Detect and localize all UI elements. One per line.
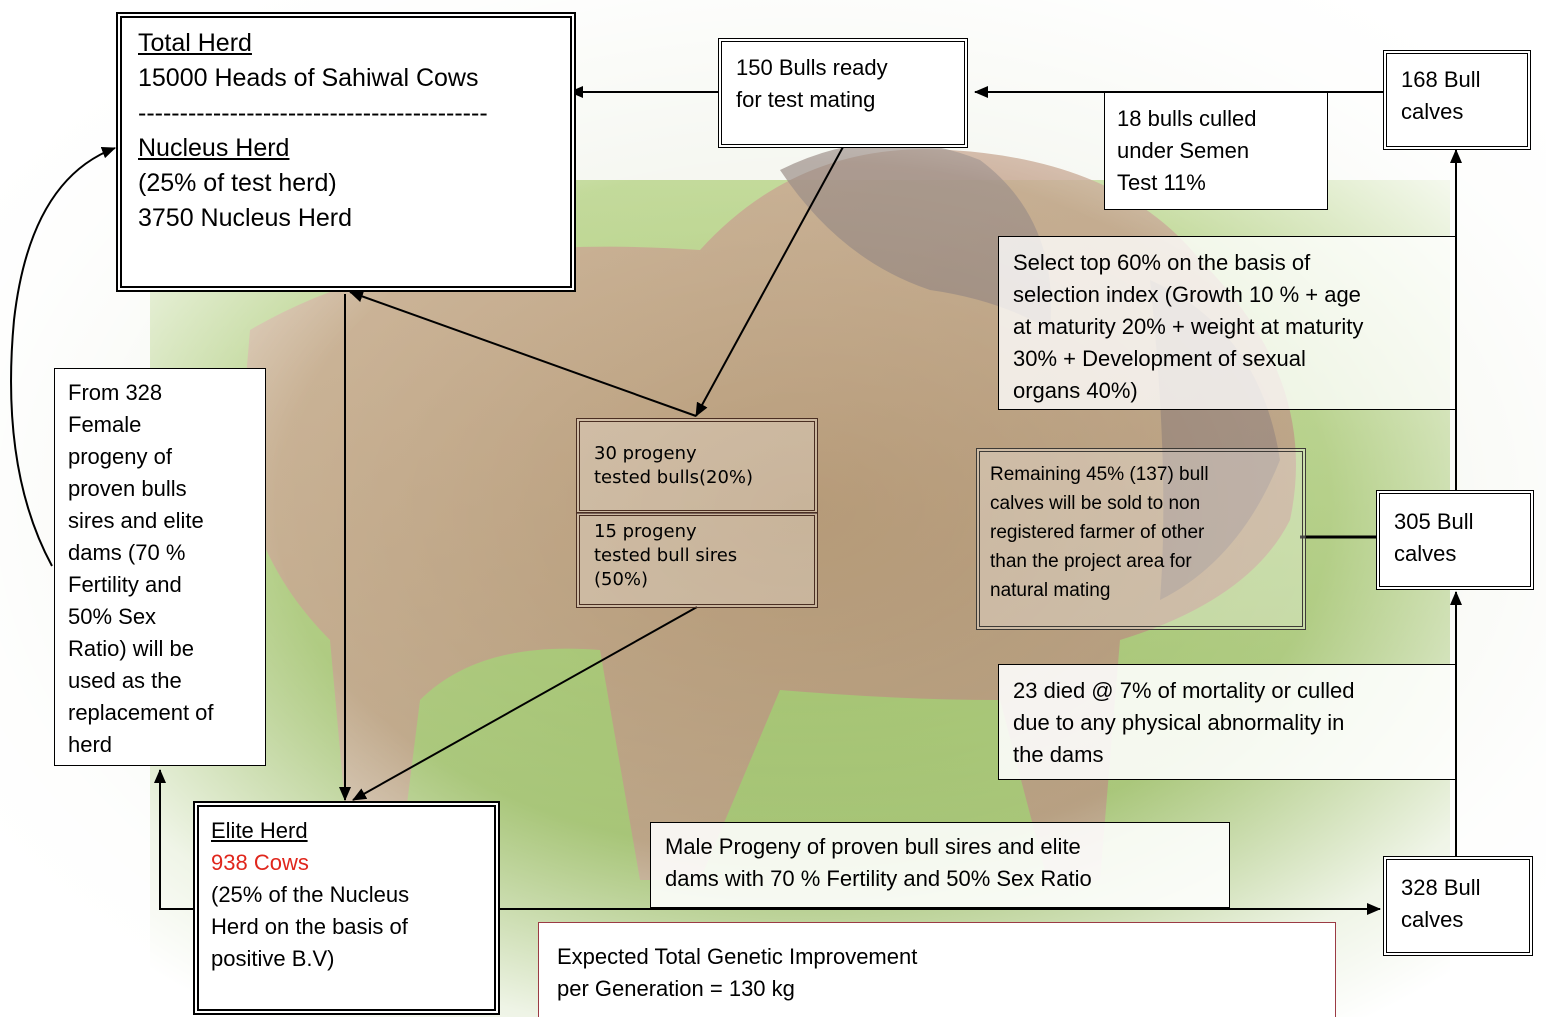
nucleus-herd-count: 3750 Nucleus Herd — [138, 204, 353, 232]
bull-calves-305-line1: 305 Bull — [1394, 509, 1474, 534]
male-progeny-line2: dams with 70 % Fertility and 50% Sex Rat… — [665, 866, 1092, 891]
improvement-line1: Expected Total Genetic Improvement — [557, 944, 918, 969]
mortality-box: 23 died @ 7% of mortality or culled due … — [998, 664, 1456, 780]
selection-line5: organs 40%) — [1013, 378, 1138, 403]
male-progeny-line1: Male Progeny of proven bull sires and el… — [665, 834, 1081, 859]
female-line: dams (70 % — [68, 540, 186, 565]
elite-herd-line1: (25% of the Nucleus — [211, 882, 410, 907]
female-line: sires and elite — [68, 508, 204, 533]
mortality-line2: due to any physical abnormality in — [1013, 710, 1345, 735]
total-herd-count: 15000 Heads of Sahiwal Cows — [138, 64, 479, 92]
nucleus-herd-title: Nucleus Herd — [138, 134, 290, 162]
bull-calves-168-box: 168 Bull calves — [1383, 50, 1531, 150]
remaining-line4: than the project area for — [990, 551, 1192, 572]
progeny-tested-bulls-box: 30 progeny tested bulls(20%) — [576, 418, 818, 514]
total-herd-title: Total Herd — [138, 29, 252, 57]
progeny-tested-line1: 30 progeny — [594, 443, 697, 464]
female-line: From 328 — [68, 380, 163, 405]
elite-herd-line3: positive B.V) — [211, 946, 335, 971]
female-line: Fertility and — [68, 572, 182, 597]
female-line: 50% Sex — [68, 604, 157, 629]
selection-index-box: Select top 60% on the basis of selection… — [998, 236, 1456, 410]
selection-line2: selection index (Growth 10 % + age — [1013, 282, 1361, 307]
bulls-culled-line3: Test 11% — [1117, 170, 1206, 195]
bull-calves-168-line2: calves — [1401, 99, 1464, 124]
progeny-tested-line2: tested bulls(20%) — [594, 467, 754, 488]
mortality-line3: the dams — [1013, 742, 1104, 767]
bull-calves-328-box: 328 Bull calves — [1383, 856, 1533, 956]
bull-calves-328-line2: calves — [1401, 907, 1464, 932]
elite-herd-line2: Herd on the basis of — [211, 914, 408, 939]
remaining-line3: registered farmer of other — [990, 522, 1205, 543]
selection-line1: Select top 60% on the basis of — [1013, 250, 1311, 275]
bull-sires-line3: (50%) — [594, 569, 649, 590]
female-progeny-box: From 328 Female progeny of proven bulls … — [54, 368, 266, 766]
female-line: used as the — [68, 668, 182, 693]
bulls-culled-line2: under Semen — [1117, 138, 1250, 163]
bull-calves-305-line2: calves — [1394, 541, 1457, 566]
bull-sires-line2: tested bull sires — [594, 545, 738, 566]
bull-calves-328-line1: 328 Bull — [1401, 875, 1481, 900]
total-herd-divider: ----------------------------------------… — [138, 99, 488, 127]
nucleus-herd-pct: (25% of test herd) — [138, 169, 337, 197]
mortality-line1: 23 died @ 7% of mortality or culled — [1013, 678, 1355, 703]
elite-herd-title: Elite Herd — [211, 818, 308, 843]
bulls-culled-box: 18 bulls culled under Semen Test 11% — [1104, 92, 1328, 210]
female-line: replacement of — [68, 700, 214, 725]
remaining-line5: natural mating — [990, 580, 1111, 601]
female-progeny-lines: From 328 Female progeny of proven bulls … — [68, 377, 265, 761]
bulls-ready-box: 150 Bulls ready for test mating — [718, 38, 968, 148]
bull-sires-line1: 15 progeny — [594, 521, 697, 542]
selection-line3: at maturity 20% + weight at maturity — [1013, 314, 1364, 339]
bull-sires-box: 15 progeny tested bull sires (50%) — [576, 512, 818, 608]
bulls-ready-line1: 150 Bulls ready — [736, 55, 888, 80]
bull-calves-168-line1: 168 Bull — [1401, 67, 1481, 92]
remaining-line2: calves will be sold to non — [990, 493, 1201, 514]
bull-calves-305-box: 305 Bull calves — [1376, 490, 1534, 590]
total-herd-box: Total Herd 15000 Heads of Sahiwal Cows -… — [116, 12, 576, 292]
remaining-calves-box: Remaining 45% (137) bull calves will be … — [976, 448, 1306, 630]
bulls-ready-line2: for test mating — [736, 87, 876, 112]
female-line: herd — [68, 732, 113, 757]
female-line: progeny of — [68, 444, 172, 469]
male-progeny-box: Male Progeny of proven bull sires and el… — [650, 822, 1230, 908]
selection-line4: 30% + Development of sexual — [1013, 346, 1306, 371]
female-line: Female — [68, 412, 142, 437]
elite-herd-count: 938 Cows — [211, 850, 309, 875]
bulls-culled-line1: 18 bulls culled — [1117, 106, 1257, 131]
remaining-line1: Remaining 45% (137) bull — [990, 464, 1209, 485]
genetic-improvement-box: Expected Total Genetic Improvement per G… — [538, 922, 1336, 1017]
elite-herd-box: Elite Herd 938 Cows (25% of the Nucleus … — [193, 801, 500, 1015]
improvement-line2: per Generation = 130 kg — [557, 976, 795, 1001]
female-line: proven bulls — [68, 476, 187, 501]
female-line: Ratio) will be — [68, 636, 194, 661]
